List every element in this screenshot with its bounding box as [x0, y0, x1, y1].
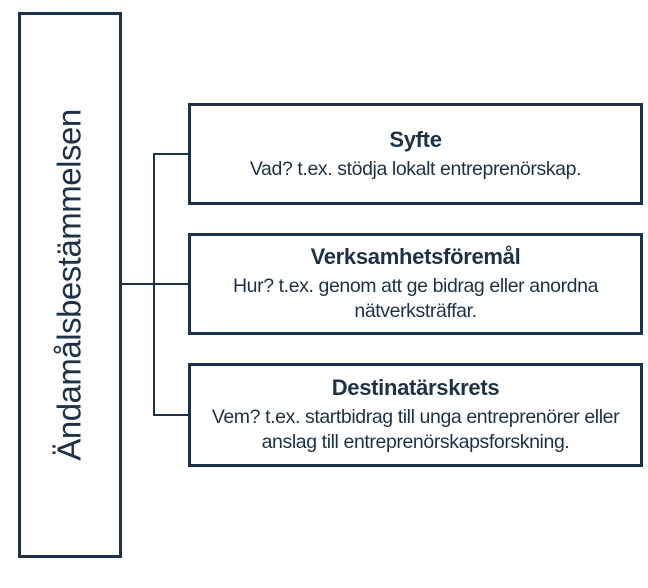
connector-branch-destinatarskrets: [154, 414, 188, 416]
node-verksamhetsforemal-title: Verksamhetsföremål: [310, 244, 521, 270]
node-destinatarskrets-title: Destinatärskrets: [331, 375, 500, 401]
root-node-label: Ändamålsbestämmelsen: [51, 109, 88, 461]
connector-vertical-spine: [153, 153, 155, 416]
node-verksamhetsforemal: Verksamhetsföremål Hur? t.ex. genom att …: [188, 233, 643, 335]
node-syfte: Syfte Vad? t.ex. stödja lokalt entrepren…: [188, 103, 643, 205]
node-syfte-title: Syfte: [389, 127, 442, 153]
connector-branch-syfte: [154, 153, 188, 155]
root-node-andamalsbestammelsen: Ändamålsbestämmelsen: [18, 12, 122, 558]
node-syfte-description: Vad? t.ex. stödja lokalt entreprenörskap…: [249, 157, 582, 180]
node-verksamhetsforemal-description: Hur? t.ex. genom att ge bidrag eller ano…: [232, 274, 599, 323]
node-destinatarskrets: Destinatärskrets Vem? t.ex. startbidrag …: [188, 363, 643, 467]
node-destinatarskrets-description: Vem? t.ex. startbidrag till unga entrepr…: [211, 405, 620, 454]
connector-trunk: [122, 283, 188, 285]
